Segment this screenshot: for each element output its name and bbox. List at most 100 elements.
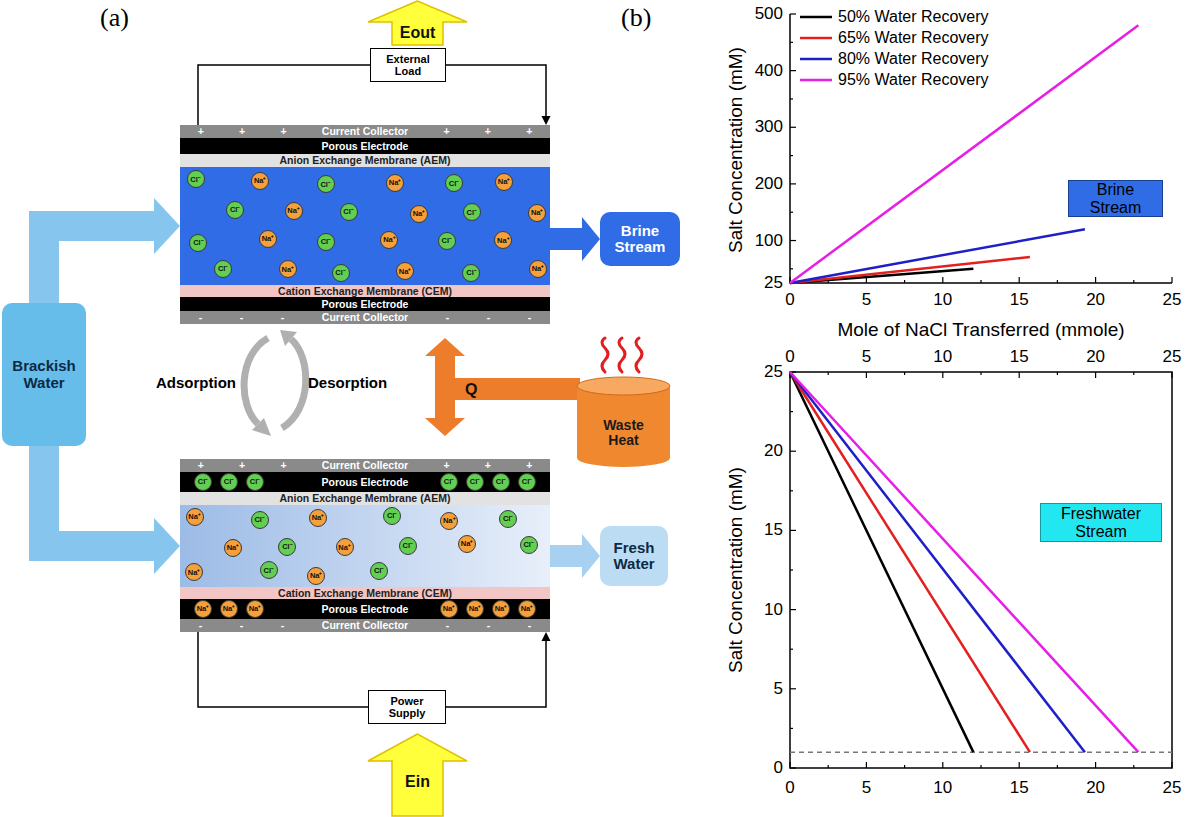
ion-circle: Cl⁻ bbox=[466, 473, 484, 491]
ion-circle: Na⁺ bbox=[528, 204, 546, 222]
tick-marks bbox=[790, 14, 1172, 768]
ion-circle: Cl⁻ bbox=[399, 537, 417, 555]
wire bbox=[446, 632, 551, 707]
porous-electrode: Porous Electrode bbox=[180, 297, 550, 311]
ion-circle: Cl⁻ bbox=[438, 232, 456, 250]
axis-text: 20 bbox=[764, 442, 783, 461]
ion-circle: Na⁺ bbox=[185, 563, 203, 581]
ion-circle: Na⁺ bbox=[518, 600, 536, 618]
ion-circle: Na⁺ bbox=[440, 600, 458, 618]
axis-text: 5 bbox=[862, 779, 871, 798]
ion-circle: Cl⁻ bbox=[499, 510, 517, 528]
ion-circle: Na⁺ bbox=[336, 538, 354, 556]
ion-circle: Cl⁻ bbox=[445, 174, 463, 192]
node-text: + bbox=[239, 126, 245, 137]
legend-text: 50% Water Recovery bbox=[838, 8, 989, 26]
node-text: - bbox=[281, 312, 285, 323]
axis-text: 25 bbox=[1163, 291, 1182, 310]
node-text: Na⁺ bbox=[310, 572, 323, 580]
energy-arrow: Ein bbox=[365, 733, 470, 817]
axis-line bbox=[790, 14, 1172, 283]
node-text: - bbox=[446, 312, 450, 323]
node-text: Power Supply bbox=[371, 695, 443, 719]
ion-circle: Cl⁻ bbox=[246, 473, 264, 491]
legend-line bbox=[800, 37, 832, 40]
axis-text: 5 bbox=[774, 679, 783, 698]
axis-text: 5 bbox=[862, 291, 871, 310]
node-text: Na⁺ bbox=[443, 605, 456, 613]
process-label: Desorption bbox=[308, 375, 387, 392]
node-text: Current Collector bbox=[322, 460, 408, 471]
axis-text: 10 bbox=[933, 348, 952, 367]
chart-tag: Brine Stream bbox=[1068, 180, 1163, 217]
node-text: Cl⁻ bbox=[321, 238, 332, 246]
data-line bbox=[790, 372, 973, 752]
axis-text: 100 bbox=[755, 231, 783, 250]
node-text: + bbox=[485, 460, 491, 471]
axis-text: 0 bbox=[785, 779, 794, 798]
node-text: Na⁺ bbox=[531, 209, 544, 217]
axis-text: 300 bbox=[755, 118, 783, 137]
ion-circle: Cl⁻ bbox=[383, 507, 401, 525]
node-text: Na⁺ bbox=[461, 540, 474, 548]
node-text: Fresh Water bbox=[604, 540, 664, 573]
legend-text: 95% Water Recovery bbox=[838, 71, 989, 89]
ion-circle: Cl⁻ bbox=[332, 264, 350, 282]
node-text: Na⁺ bbox=[521, 605, 534, 613]
data-line bbox=[790, 25, 1138, 283]
ion-circle: Cl⁻ bbox=[440, 473, 458, 491]
ion-circle: Cl⁻ bbox=[187, 170, 205, 188]
node-text: + bbox=[198, 460, 204, 471]
node-text: + bbox=[443, 460, 449, 471]
ion-circle: Cl⁻ bbox=[340, 203, 358, 221]
axis-text: 5 bbox=[862, 348, 871, 367]
ion-circle: Cl⁻ bbox=[220, 473, 238, 491]
node-text: Cl⁻ bbox=[470, 478, 481, 486]
porous-electrode: Porous Electrode bbox=[180, 138, 550, 154]
flow-arrow bbox=[44, 198, 180, 303]
ion-circle: Cl⁻ bbox=[317, 175, 335, 193]
axis-text: 200 bbox=[755, 175, 783, 194]
ion-circle: Na⁺ bbox=[495, 173, 513, 191]
current-collector: +++Current Collector+++ bbox=[180, 459, 550, 472]
ion-circle: Na⁺ bbox=[259, 230, 277, 248]
node-text: Na⁺ bbox=[312, 514, 325, 522]
node-text: Cl⁻ bbox=[523, 541, 534, 549]
ion-circle: Na⁺ bbox=[194, 600, 212, 618]
device-box: Power Supply bbox=[368, 690, 446, 724]
node-text: - bbox=[528, 312, 532, 323]
axis-text: 20 bbox=[1086, 291, 1105, 310]
ion-circle: Cl⁻ bbox=[214, 260, 232, 278]
source-box: Brackish Water bbox=[2, 303, 86, 446]
axis-text: 0 bbox=[774, 759, 783, 778]
axis-text: Salt Concentration (mM) bbox=[726, 47, 747, 253]
axis-text: Salt Concentration (mM) bbox=[726, 467, 747, 673]
node-text: Brine Stream bbox=[604, 223, 676, 256]
data-line bbox=[790, 372, 1138, 752]
node-text: Cl⁻ bbox=[466, 269, 477, 277]
node-text: Cl⁻ bbox=[218, 265, 229, 273]
porous-electrode: Porous ElectrodeCl⁻Cl⁻Cl⁻Cl⁻Cl⁻Cl⁻Cl⁻ bbox=[180, 472, 550, 492]
node-text: Na⁺ bbox=[498, 178, 511, 186]
axis-text: 15 bbox=[1010, 779, 1029, 798]
anion-membrane: Anion Exchange Membrane (AEM) bbox=[180, 492, 550, 505]
node-text: Q bbox=[465, 381, 477, 399]
node-text: Cation Exchange Membrane (CEM) bbox=[278, 588, 452, 599]
plot-frame bbox=[790, 372, 1172, 768]
ion-circle: Na⁺ bbox=[307, 567, 325, 585]
ion-circle: Na⁺ bbox=[220, 600, 238, 618]
axis-text: Mole of NaCl Transferred (mmole) bbox=[837, 320, 1124, 341]
node-text: - bbox=[240, 312, 244, 323]
node-text: Na⁺ bbox=[254, 177, 267, 185]
ion-circle: Na⁺ bbox=[251, 172, 269, 190]
shape-outline bbox=[425, 338, 580, 436]
axis-text: 500 bbox=[755, 5, 783, 24]
node-text: Na⁺ bbox=[223, 605, 236, 613]
energy-arrow: Eout bbox=[365, 0, 470, 46]
stream-box: Brine Stream bbox=[600, 212, 680, 266]
axis-text: 10 bbox=[933, 291, 952, 310]
flow-arrow bbox=[44, 446, 180, 574]
ion-circle: Cl⁻ bbox=[518, 473, 536, 491]
wire bbox=[446, 65, 551, 125]
node-text: Cl⁻ bbox=[224, 478, 235, 486]
